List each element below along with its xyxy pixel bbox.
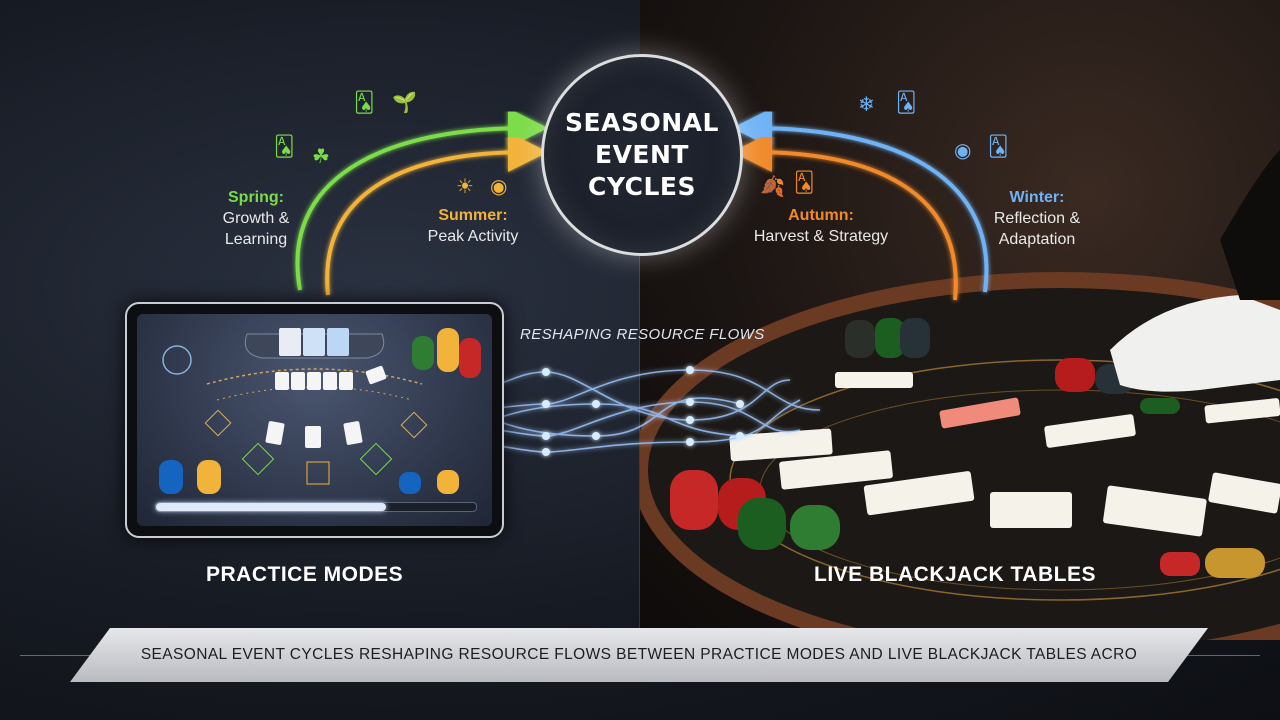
practice-progress-bar — [155, 502, 477, 512]
season-spring: Spring: Growth & Learning — [196, 187, 316, 250]
chip-icon: ◉ — [954, 140, 972, 162]
chip-icon: ◉ — [490, 176, 508, 198]
season-winter: Winter: Reflection & Adaptation — [975, 187, 1099, 250]
snowflake-icon: ❄ — [858, 94, 875, 116]
season-title: Winter: — [1009, 189, 1065, 206]
section-divider — [639, 250, 640, 630]
plant-icon: 🌱 — [392, 92, 417, 114]
caption-banner: SEASONAL EVENT CYCLES RESHAPING RESOURCE… — [70, 628, 1208, 682]
cards-icon: 🂡 — [354, 92, 375, 114]
practice-screen — [137, 314, 492, 526]
cards-icon: 🂡 — [274, 136, 295, 158]
blackjack-table-illustration — [632, 150, 1280, 668]
live-table-background — [632, 0, 1280, 668]
season-desc: Reflection & Adaptation — [993, 210, 1081, 248]
dealer-glove — [1110, 295, 1280, 392]
winter-arrow — [732, 108, 989, 293]
cards-icon: 🂡 — [794, 172, 815, 194]
practice-progress-fill — [156, 503, 387, 511]
practice-tablet — [125, 302, 504, 538]
spring-arrow — [295, 108, 548, 291]
hub-title: SEASONAL EVENT CYCLES — [565, 108, 719, 201]
cards-icon: 🂡 — [988, 136, 1009, 158]
season-autumn: Autumn: Harvest & Strategy — [741, 205, 901, 247]
season-title: Spring: — [228, 189, 284, 206]
season-title: Autumn: — [788, 207, 854, 224]
practice-table-illustration — [159, 328, 481, 494]
leaf-icon: ☘ — [312, 146, 330, 168]
summer-arrow — [325, 132, 548, 296]
table-cards — [729, 372, 1280, 537]
leaf-icon: 🍂 — [760, 176, 785, 198]
flow-label: RESHAPING RESOURCE FLOWS — [520, 326, 765, 343]
caption-text: SEASONAL EVENT CYCLES RESHAPING RESOURCE… — [140, 646, 1138, 663]
season-summer: Summer: Peak Activity — [405, 205, 541, 247]
season-title: Summer: — [438, 207, 508, 224]
banner-line-left — [20, 655, 100, 656]
seasonal-cycle-hub: SEASONAL EVENT CYCLES — [541, 54, 743, 256]
sun-icon: ☀ — [456, 176, 474, 198]
practice-modes-title: PRACTICE MODES — [206, 563, 404, 586]
cycle-arrows — [295, 108, 989, 456]
autumn-arrow — [732, 132, 958, 301]
live-tables-title: LIVE BLACKJACK TABLES — [814, 563, 1096, 586]
cards-icon: 🂡 — [896, 92, 917, 114]
season-desc: Harvest & Strategy — [753, 228, 889, 245]
season-desc: Growth & Learning — [222, 210, 290, 248]
season-desc: Peak Activity — [427, 228, 519, 245]
banner-line-right — [1180, 655, 1260, 656]
